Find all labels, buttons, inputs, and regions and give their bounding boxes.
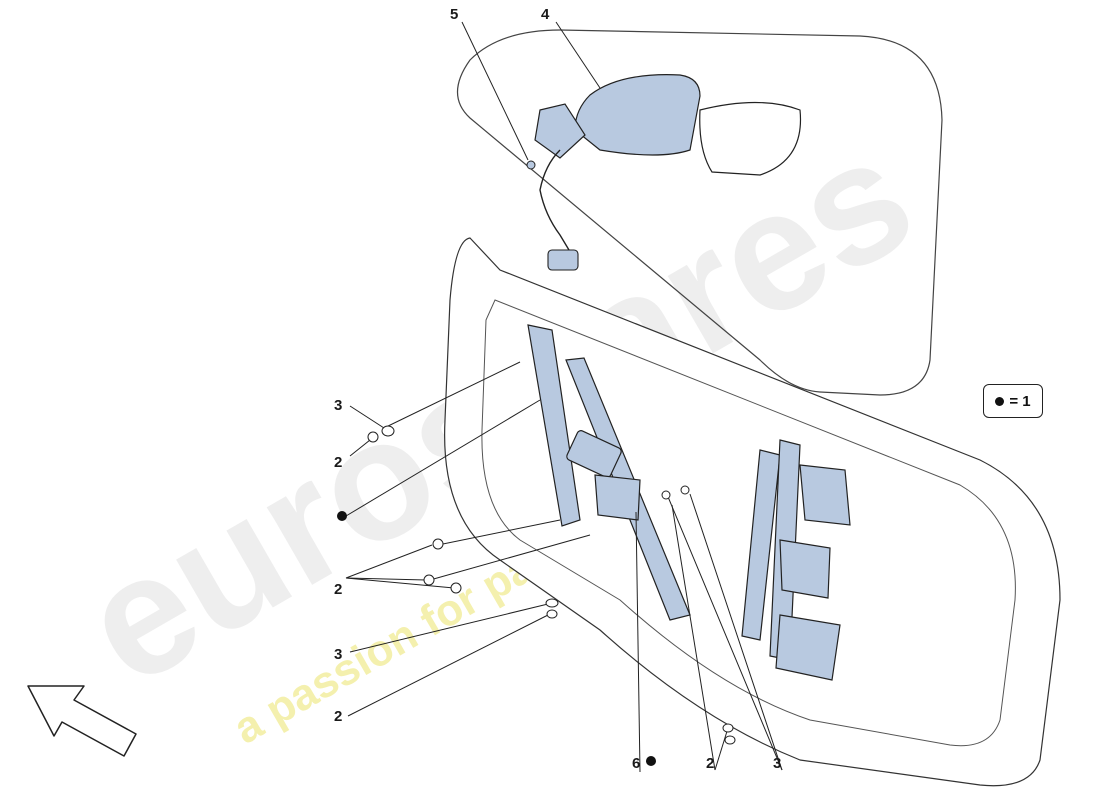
window-regulator	[527, 324, 851, 681]
callout-6: 6	[632, 755, 640, 772]
window-glass	[457, 29, 943, 396]
legend-box: = 1	[983, 384, 1043, 418]
door-mirror	[526, 74, 802, 271]
legend-dot-icon	[337, 511, 347, 521]
legend-text: = 1	[1009, 392, 1031, 410]
legend-dot-icon	[995, 396, 1005, 406]
callout-2-bottom: 2	[706, 755, 714, 772]
legend-dot-icon	[646, 756, 656, 766]
callout-2-left-bottom: 2	[334, 708, 342, 725]
door-shell	[444, 237, 1061, 787]
leader-lines	[345, 21, 783, 773]
callout-3-left-low: 3	[334, 646, 342, 663]
callout-3-bottom: 3	[773, 755, 781, 772]
orientation-arrow-icon	[27, 685, 137, 757]
callout-2-left-top: 2	[334, 454, 342, 471]
callout-4: 4	[541, 6, 550, 23]
callouts: 5 4 3 2 2 3 2 6 2 3	[334, 6, 781, 772]
callout-3-left: 3	[334, 397, 342, 414]
callout-2-left-mid: 2	[334, 581, 342, 598]
callout-5: 5	[450, 6, 458, 23]
fasteners	[367, 425, 736, 745]
